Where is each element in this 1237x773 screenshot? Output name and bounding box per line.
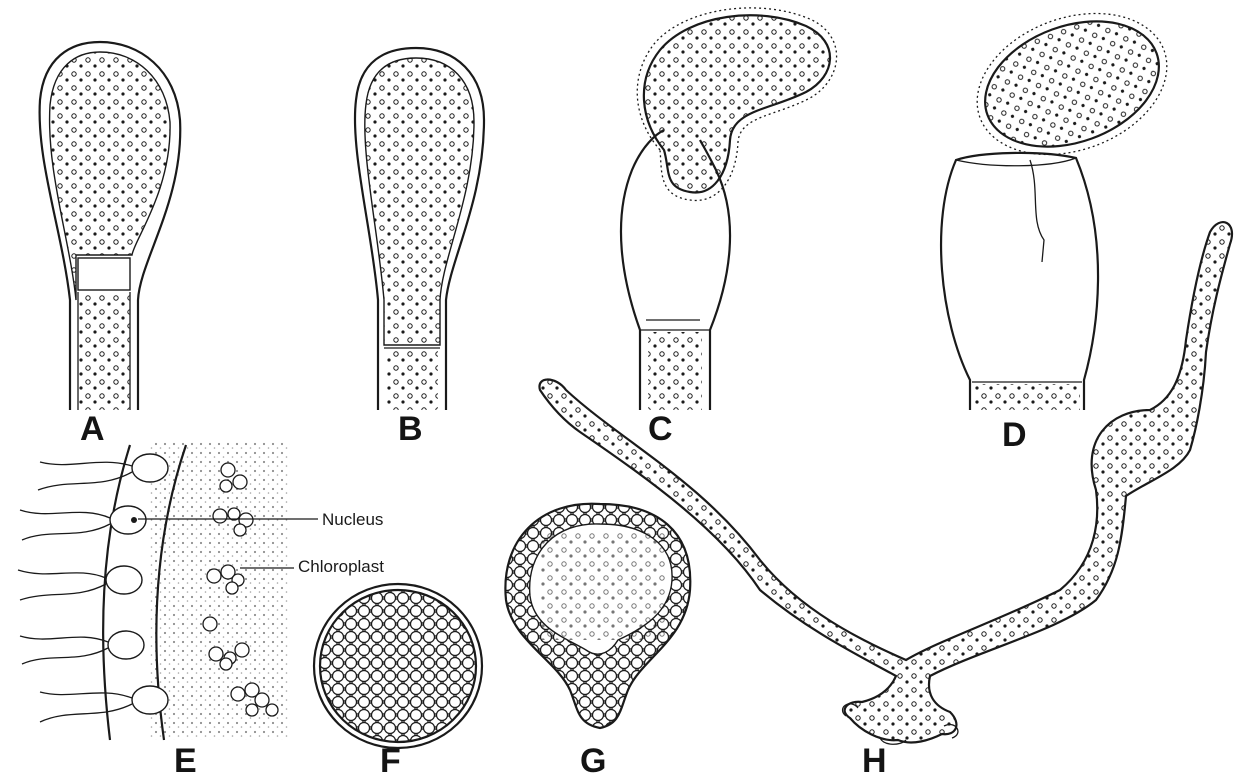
label-h: H <box>862 742 887 773</box>
panel-a-sporangium <box>40 42 181 410</box>
panel-f-spore <box>314 584 482 748</box>
chloroplast-label: Chloroplast <box>298 557 384 576</box>
label-a: A <box>80 410 105 448</box>
label-d: D <box>1002 416 1027 454</box>
label-e: E <box>174 742 197 773</box>
panel-c-zoospore-escaping <box>621 8 837 410</box>
label-b: B <box>398 410 423 448</box>
panel-d-empty-sporangium <box>941 0 1187 410</box>
label-f: F <box>380 742 401 773</box>
panel-g-spore <box>505 504 690 728</box>
nucleus-label: Nucleus <box>322 510 383 529</box>
panel-e-zoospore-section <box>18 440 318 740</box>
label-g: G <box>580 742 606 773</box>
label-c: C <box>648 410 673 448</box>
panel-b-sporangium <box>355 48 484 410</box>
